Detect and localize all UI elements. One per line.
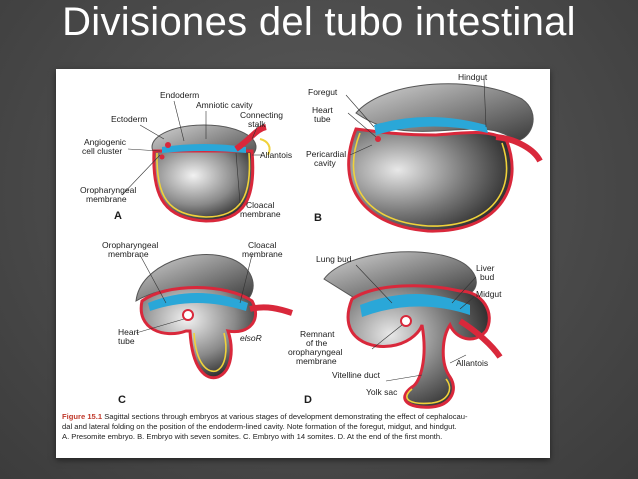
label-oropharyngeal-a-2: membrane xyxy=(86,194,127,204)
label-endoderm: Endoderm xyxy=(160,90,199,100)
label-liver-bud-1: Liver xyxy=(476,263,495,273)
label-remnant-3: oropharyngeal xyxy=(288,347,342,357)
label-heart-tube-c-1: Heart xyxy=(118,327,139,337)
figure-caption: Figure 15.1 Sagittal sections through em… xyxy=(62,412,546,443)
slide-title: Divisiones del tubo intestinal xyxy=(62,0,576,44)
embryo-illustration: Endoderm Amniotic cavity Ectoderm Connec… xyxy=(80,72,543,409)
embryo-d xyxy=(346,284,491,409)
panel-label-d: D xyxy=(304,394,312,406)
endoderm-c xyxy=(148,293,248,311)
label-remnant-2: of the xyxy=(306,338,328,348)
yolk-sac-a xyxy=(152,149,255,223)
label-connecting-stalk-2: stalk xyxy=(248,119,266,129)
label-heart-tube-b-2: tube xyxy=(314,114,331,124)
figure-image: Endoderm Amniotic cavity Ectoderm Connec… xyxy=(56,69,550,458)
label-heart-tube-b-1: Heart xyxy=(312,105,333,115)
panel-d: Lung bud Liver bud Midgut Remnant of the… xyxy=(288,251,503,409)
label-heart-tube-c-2: tube xyxy=(118,336,135,346)
label-cloacal-a-2: membrane xyxy=(240,209,281,219)
label-amniotic-cavity: Amniotic cavity xyxy=(196,100,253,110)
panel-a: Endoderm Amniotic cavity Ectoderm Connec… xyxy=(80,90,292,223)
label-midgut: Midgut xyxy=(476,289,502,299)
label-cloacal-a-1: Cloacal xyxy=(246,200,274,210)
caption-line-1: Sagittal sections through embryos at var… xyxy=(104,412,468,421)
label-lung-bud: Lung bud xyxy=(316,254,352,264)
label-hindgut: Hindgut xyxy=(458,72,488,82)
label-oropharyngeal-a-1: Oropharyngeal xyxy=(80,185,136,195)
panel-label-b: B xyxy=(314,212,322,224)
endoderm-d xyxy=(360,294,470,317)
label-foregut: Foregut xyxy=(308,87,338,97)
label-remnant-4: membrane xyxy=(296,356,337,366)
label-yolk-sac: Yolk sac xyxy=(366,387,398,397)
label-oropharyngeal-c-2: membrane xyxy=(108,249,149,259)
label-connecting-stalk-1: Connecting xyxy=(240,110,283,120)
figure-number: Figure 15.1 xyxy=(62,412,103,421)
label-pericardial-2: cavity xyxy=(314,158,336,168)
yolk-sac-b xyxy=(347,127,514,233)
label-oropharyngeal-c-1: Oropharyngeal xyxy=(102,240,158,250)
label-allantois-a: Allantois xyxy=(260,150,292,160)
connecting-stalk-a xyxy=(234,124,267,152)
panel-c: Oropharyngeal membrane Cloacal membrane … xyxy=(102,240,293,406)
endoderm-b xyxy=(374,117,488,135)
label-angiogenic-1: Angiogenic xyxy=(84,137,127,147)
embryo-c xyxy=(139,286,258,380)
panel-label-c: C xyxy=(118,394,126,406)
panel-b: Foregut Hindgut Heart tube Pericardial c… xyxy=(306,72,543,233)
endoderm-a xyxy=(162,144,246,153)
label-allantois-d: Allantois xyxy=(456,358,488,368)
label-remnant-1: Remnant xyxy=(300,329,335,339)
label-cloacal-c-1: Cloacal xyxy=(248,240,276,250)
label-liver-bud-2: bud xyxy=(480,272,494,282)
label-ectoderm: Ectoderm xyxy=(111,114,147,124)
artist-signature: elsoR xyxy=(240,333,262,343)
label-angiogenic-2: cell cluster xyxy=(82,146,122,156)
caption-line-3: A. Presomite embryo. B. Embryo with seve… xyxy=(62,432,443,442)
caption-line-2: dal and lateral folding on the position … xyxy=(62,422,457,432)
panel-label-a: A xyxy=(114,210,122,222)
connecting-stalk-b xyxy=(495,134,543,163)
label-pericardial-1: Pericardial xyxy=(306,149,346,159)
label-cloacal-c-2: membrane xyxy=(242,249,283,259)
label-vitelline-duct: Vitelline duct xyxy=(332,370,381,380)
